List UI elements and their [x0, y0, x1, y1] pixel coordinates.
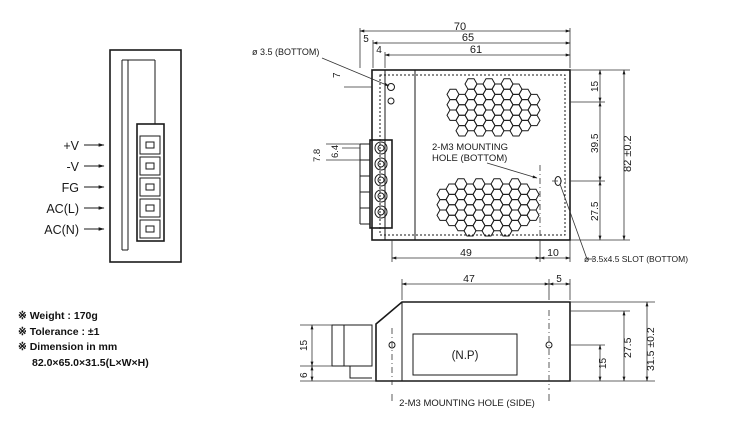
terminal-label-fg: FG [62, 181, 79, 195]
terminal-label-ac-l: AC(L) [46, 202, 79, 216]
vent-hex [527, 114, 541, 127]
vent-hex [527, 104, 541, 116]
dim-15-side-left: 15 [299, 339, 310, 351]
vent-hex [526, 199, 540, 211]
terminal-label-ac-n: AC(N) [44, 223, 79, 237]
hole-upper [387, 83, 395, 91]
dim-70: 70 [454, 21, 466, 33]
terminal-end-view: +V -V FG AC(L) AC(N) [44, 49, 182, 263]
mounting-label-1: 2-M3 MOUNTING [432, 142, 508, 153]
note-dimension: ※ Dimension in mm [18, 341, 118, 353]
terminal-row [359, 139, 393, 229]
terminal-arrows [84, 143, 105, 231]
dim-15-side-right: 15 [598, 357, 609, 369]
dim-27-5-side: 27.5 [622, 337, 634, 358]
mounting-label-2: HOLE (BOTTOM) [432, 153, 507, 164]
hole-left [387, 97, 395, 105]
dim-65: 65 [462, 32, 474, 44]
dim-4-top: 4 [376, 45, 382, 56]
dim-82: 82 ±0.2 [622, 135, 634, 172]
side-view: (N.P) 47 5 31.5 ±0.2 27.5 15 15 [299, 273, 657, 409]
mounting-side-label: 2-M3 MOUNTING HOLE (SIDE) [399, 398, 535, 409]
dim-6-4: 6.4 [330, 145, 341, 158]
dim-31-5: 31.5 ±0.2 [645, 327, 657, 371]
note-weight: ※ Weight : 170g [18, 310, 98, 322]
dim-6-side: 6 [299, 372, 310, 378]
vent-hexes-lower [436, 178, 540, 237]
dim-61: 61 [470, 44, 482, 56]
terminal-label-v-minus: -V [67, 160, 80, 174]
dim-15-top: 15 [590, 80, 601, 92]
dim-10: 10 [547, 247, 559, 259]
vent-hex [526, 209, 540, 221]
vent-hexes-upper [446, 78, 541, 137]
nameplate [412, 333, 518, 376]
terminal-label-v-plus: +V [63, 139, 79, 153]
note-tolerance: ※ Tolerance : ±1 [18, 325, 100, 338]
slot-callout: ø 3.5x4.5 SLOT (BOTTOM) [584, 254, 688, 264]
top-view: 70 65 61 5 4 ø 3.5 (BOTTOM) 7 6.4 7.8 82… [252, 21, 688, 264]
spec-notes: ※ Weight : 170g ※ Tolerance : ±1 ※ Dimen… [18, 309, 149, 371]
dim-5-top: 5 [363, 34, 369, 45]
hole-callout: ø 3.5 (BOTTOM) [252, 47, 319, 57]
dim-7: 7 [332, 72, 343, 78]
terminal-blocks [139, 135, 161, 239]
dim-7-8: 7.8 [312, 149, 323, 162]
np-label: (N.P) [452, 350, 479, 362]
vent-hex [527, 93, 541, 106]
dim-39-5: 39.5 [590, 133, 601, 153]
note-size: 82.0×65.0×31.5(L×W×H) [32, 356, 149, 369]
vent-hex [526, 188, 540, 201]
dim-27-5-top: 27.5 [590, 201, 601, 221]
dim-49: 49 [460, 247, 472, 259]
dim-5-side: 5 [556, 274, 562, 285]
dim-47: 47 [463, 273, 475, 285]
